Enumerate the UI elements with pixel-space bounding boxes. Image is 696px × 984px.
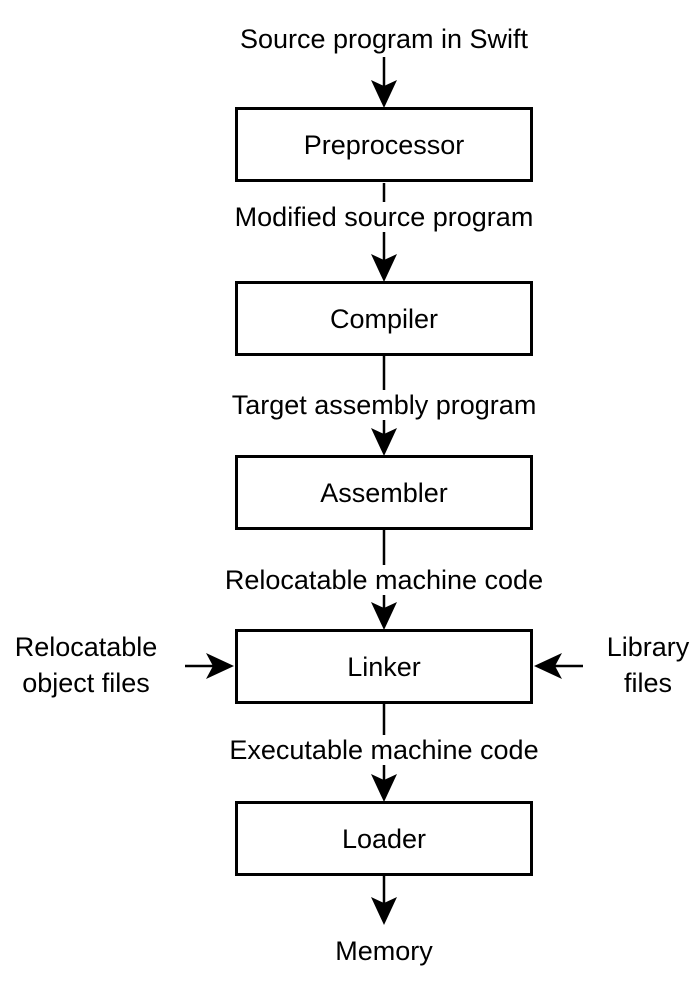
arrow-down-icon: [371, 428, 397, 456]
node-preprocessor: Preprocessor: [235, 107, 533, 182]
connector-source-to-preprocessor: [371, 57, 397, 108]
label-modified-source-program-text: Modified source program: [228, 202, 540, 232]
node-compiler: Compiler: [235, 281, 533, 356]
node-preprocessor-label: Preprocessor: [303, 129, 465, 160]
connector-loader-to-memory: [371, 876, 397, 925]
label-target-assembly-program: Target assembly program: [84, 390, 684, 420]
label-executable-machine-code-text: Executable machine code: [223, 735, 545, 765]
label-relocatable-machine-code: Relocatable machine code: [84, 565, 684, 595]
label-relocatable-object-files-line2: object files: [22, 668, 150, 698]
label-relocatable-object-files-line1: Relocatable: [14, 632, 158, 662]
label-relocatable-machine-code-text: Relocatable machine code: [218, 565, 550, 595]
node-loader: Loader: [235, 801, 533, 876]
arrow-down-icon: [371, 254, 397, 282]
arrow-down-icon: [371, 602, 397, 630]
connector-library-files-to-linker: [534, 653, 583, 679]
node-assembler: Assembler: [235, 455, 533, 530]
node-linker: Linker: [235, 629, 533, 704]
connector-preprocessor-to-compiler: [371, 183, 397, 282]
label-memory-text: Memory: [329, 936, 439, 966]
node-assembler-label: Assembler: [320, 477, 448, 508]
arrow-down-icon: [371, 897, 397, 925]
connector-object-files-to-linker: [185, 653, 234, 679]
label-library-files-line1: Library: [606, 632, 690, 662]
node-compiler-label: Compiler: [329, 303, 439, 334]
arrow-left-icon: [534, 653, 562, 679]
node-loader-label: Loader: [341, 823, 427, 854]
label-library-files-line2: files: [623, 668, 672, 698]
label-relocatable-object-files: Relocatable object files: [0, 629, 172, 701]
label-target-assembly-program-text: Target assembly program: [225, 390, 543, 420]
node-linker-label: Linker: [347, 651, 421, 682]
label-executable-machine-code: Executable machine code: [84, 735, 684, 765]
arrow-right-icon: [206, 653, 234, 679]
label-modified-source-program: Modified source program: [84, 202, 684, 232]
label-memory: Memory: [84, 936, 684, 966]
label-source-program-text: Source program in Swift: [233, 24, 535, 54]
label-source-program: Source program in Swift: [84, 24, 684, 54]
arrow-down-icon: [371, 774, 397, 802]
label-library-files: Library files: [562, 629, 696, 701]
arrow-down-icon: [371, 80, 397, 108]
